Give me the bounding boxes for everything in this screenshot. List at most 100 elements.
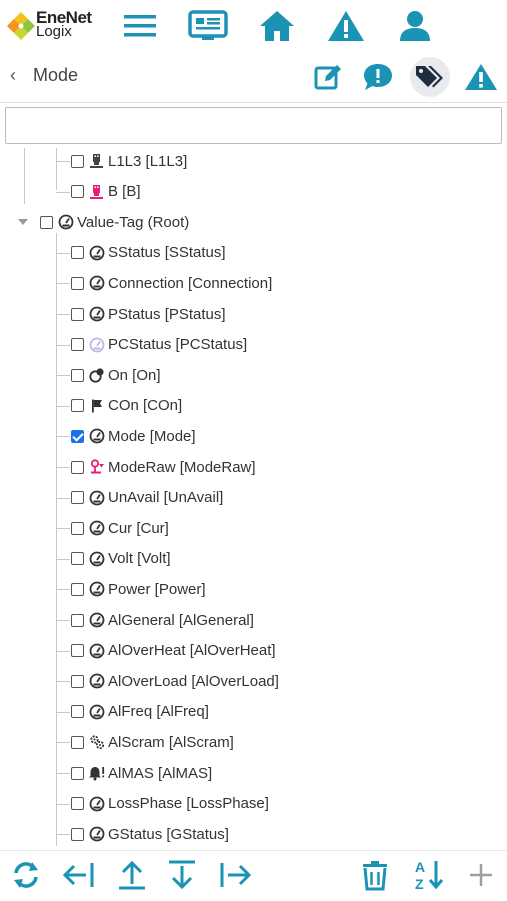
home-icon[interactable] xyxy=(257,6,297,46)
gauge-icon xyxy=(57,214,74,231)
menu-icon[interactable] xyxy=(120,6,160,46)
tree-node-value-tag-root[interactable]: Value-Tag (Root) xyxy=(40,209,189,235)
tree-node-label[interactable]: COn [COn] xyxy=(108,397,183,415)
tree-node-label[interactable]: Connection [Connection] xyxy=(108,274,273,292)
tree-node-checkbox[interactable] xyxy=(71,399,84,413)
tree-node-label[interactable]: PCStatus [PCStatus] xyxy=(108,336,248,354)
gauge-icon xyxy=(88,520,105,537)
dashboard-icon[interactable] xyxy=(188,6,228,46)
tree-node-cur[interactable]: Cur [Cur] xyxy=(71,515,169,541)
tree-node-label[interactable]: ModeRaw [ModeRaw] xyxy=(108,458,256,476)
tree-node-checkbox[interactable] xyxy=(71,582,84,596)
tree-node-label[interactable]: UnAvail [UnAvail] xyxy=(108,489,224,507)
tree-node-alfreq[interactable]: AlFreq [AlFreq] xyxy=(71,699,209,725)
tree-node-checkbox[interactable] xyxy=(71,491,84,505)
tree-node-pcstatus[interactable]: PCStatus [PCStatus] xyxy=(71,332,247,358)
tree-node-label[interactable]: L1L3 [L1L3] xyxy=(108,152,188,170)
tree-node-b[interactable]: B [B] xyxy=(71,179,141,205)
tree-node-checkbox[interactable] xyxy=(71,797,84,811)
tree-node-label[interactable]: Cur [Cur] xyxy=(108,519,169,537)
tree-node-checkbox[interactable] xyxy=(71,368,84,382)
tree-node-lossphase[interactable]: LossPhase [LossPhase] xyxy=(71,791,269,817)
gauge-icon xyxy=(88,703,105,720)
tree-node-label[interactable]: B [B] xyxy=(108,183,141,201)
user-icon[interactable] xyxy=(395,6,435,46)
tree-node-checkbox[interactable] xyxy=(71,154,84,168)
tree-node-almas[interactable]: AlMAS [AlMAS] xyxy=(71,760,212,786)
tree-node-l1l3[interactable]: L1L3 [L1L3] xyxy=(71,148,187,174)
tree-node-checkbox[interactable] xyxy=(71,735,84,749)
tree-node-gstatus[interactable]: GStatus [GStatus] xyxy=(71,821,229,846)
tree-node-checkbox[interactable] xyxy=(71,674,84,688)
tree-node-label[interactable]: LossPhase [LossPhase] xyxy=(108,795,269,813)
warning-icon[interactable] xyxy=(461,57,501,97)
tree-connector xyxy=(56,191,70,193)
tree-node-mode[interactable]: Mode [Mode] xyxy=(71,423,196,449)
device-pink-icon xyxy=(88,183,105,200)
tree-connector xyxy=(56,742,70,744)
tree-node-checkbox[interactable] xyxy=(71,307,84,321)
tree-node-checkbox[interactable] xyxy=(71,766,84,780)
collapse-left-icon[interactable] xyxy=(61,857,97,893)
tree-connector xyxy=(56,375,70,377)
tree-node-label[interactable]: AlFreq [AlFreq] xyxy=(108,703,209,721)
tree-connector xyxy=(56,711,70,713)
tree-node-checkbox[interactable] xyxy=(71,552,84,566)
tree-node-aloverheat[interactable]: AlOverHeat [AlOverHeat] xyxy=(71,638,276,664)
tree-node-power[interactable]: Power [Power] xyxy=(71,576,206,602)
enenet-logix-logo[interactable]: EneNet Logix xyxy=(6,8,106,42)
add-icon[interactable] xyxy=(463,857,499,893)
tree-node-alscram[interactable]: AlScram [AlScram] xyxy=(71,729,234,755)
tree-node-unavail[interactable]: UnAvail [UnAvail] xyxy=(71,485,223,511)
expand-toggle-icon[interactable] xyxy=(18,219,28,226)
move-up-icon[interactable] xyxy=(114,857,150,893)
tree-node-label[interactable]: Volt [Volt] xyxy=(108,550,171,568)
tree-node-checkbox[interactable] xyxy=(71,276,84,290)
tree-connector xyxy=(56,681,70,683)
tree-node-volt[interactable]: Volt [Volt] xyxy=(71,546,171,572)
tree-node-pstatus[interactable]: PStatus [PStatus] xyxy=(71,301,226,327)
tree-node-checkbox[interactable] xyxy=(71,185,84,199)
tree-node-sstatus[interactable]: SStatus [SStatus] xyxy=(71,240,226,266)
tree-node-on[interactable]: On [On] xyxy=(71,362,161,388)
tree-node-label[interactable]: SStatus [SStatus] xyxy=(108,244,226,262)
tree-node-label[interactable]: PStatus [PStatus] xyxy=(108,305,226,323)
tree-node-checkbox[interactable] xyxy=(71,429,84,443)
tree-search-input[interactable] xyxy=(5,107,502,144)
delete-icon[interactable] xyxy=(357,857,393,893)
tree-node-label[interactable]: AlMAS [AlMAS] xyxy=(108,764,213,782)
page-header: ‹ Mode xyxy=(0,52,507,103)
tree-node-label[interactable]: Mode [Mode] xyxy=(108,427,196,445)
tree-node-checkbox[interactable] xyxy=(71,613,84,627)
tags-icon[interactable] xyxy=(410,57,450,97)
comment-alert-icon[interactable] xyxy=(358,57,398,97)
tree-node-moderaw[interactable]: ModeRaw [ModeRaw] xyxy=(71,454,256,480)
tree-node-label[interactable]: AlOverHeat [AlOverHeat] xyxy=(108,642,276,660)
tree-node-label[interactable]: Power [Power] xyxy=(108,580,206,598)
tree-node-label[interactable]: AlGeneral [AlGeneral] xyxy=(108,611,254,629)
tree-node-checkbox[interactable] xyxy=(71,644,84,658)
tree-node-checkbox[interactable] xyxy=(40,215,53,229)
tree-node-algeneral[interactable]: AlGeneral [AlGeneral] xyxy=(71,607,254,633)
tree-node-label[interactable]: GStatus [GStatus] xyxy=(108,825,229,843)
tree-node-checkbox[interactable] xyxy=(71,705,84,719)
tree-node-label[interactable]: AlOverLoad [AlOverLoad] xyxy=(108,672,279,690)
tree-node-checkbox[interactable] xyxy=(71,338,84,352)
tree-node-con[interactable]: COn [COn] xyxy=(71,393,182,419)
tree-node-checkbox[interactable] xyxy=(71,827,84,841)
alarm-warning-icon[interactable] xyxy=(326,6,366,46)
edit-icon[interactable] xyxy=(308,57,348,97)
tree-node-label[interactable]: On [On] xyxy=(108,366,161,384)
refresh-icon[interactable] xyxy=(8,857,44,893)
tree-node-aloverload[interactable]: AlOverLoad [AlOverLoad] xyxy=(71,668,279,694)
tree-node-label[interactable]: AlScram [AlScram] xyxy=(108,733,234,751)
tree-node-checkbox[interactable] xyxy=(71,460,84,474)
expand-right-icon[interactable] xyxy=(217,857,253,893)
tree-node-label[interactable]: Value-Tag (Root) xyxy=(77,213,190,231)
tree-node-checkbox[interactable] xyxy=(71,521,84,535)
move-down-icon[interactable] xyxy=(164,857,200,893)
tree-node-checkbox[interactable] xyxy=(71,246,84,260)
back-icon[interactable]: ‹ xyxy=(10,65,16,85)
tree-node-connection[interactable]: Connection [Connection] xyxy=(71,270,272,296)
